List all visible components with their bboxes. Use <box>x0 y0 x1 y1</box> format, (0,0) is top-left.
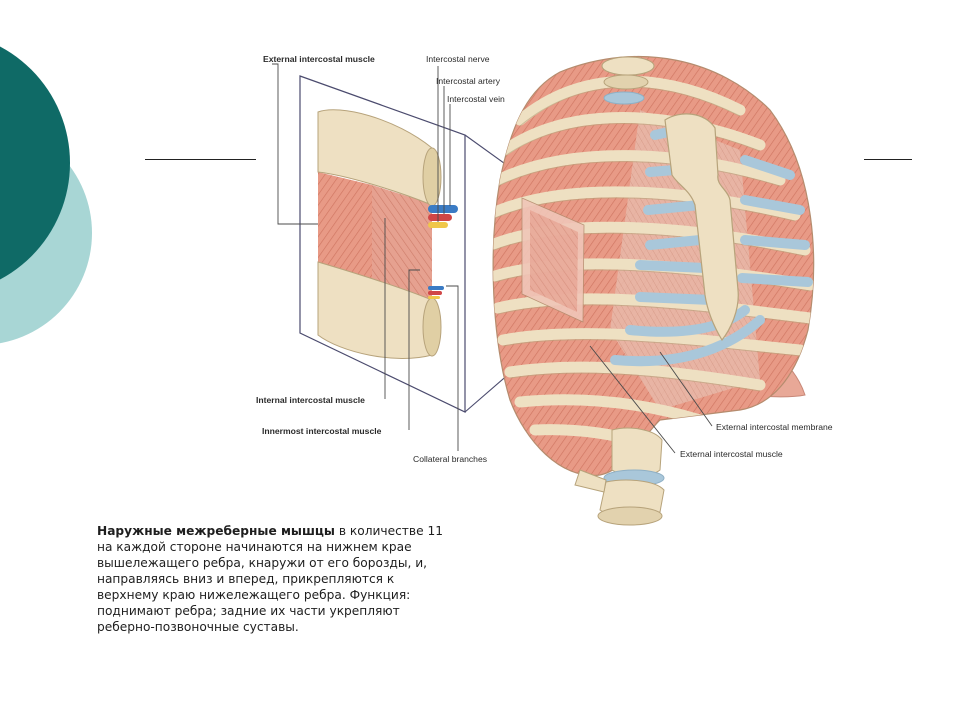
rib <box>514 394 706 426</box>
caption-line: направляясь вниз и вперед, прикрепляются… <box>97 572 395 586</box>
cartilage <box>643 200 705 215</box>
label-external-intercostal-top: External intercostal muscle <box>263 54 375 64</box>
label-intercostal-nerve: Intercostal nerve <box>426 54 490 64</box>
intercostal-artery-vessel <box>428 214 452 221</box>
sternum <box>664 113 739 342</box>
label-external-intercostal-membrane: External intercostal membrane <box>716 422 833 432</box>
caption-line: верхнему краю нижележащего ребра. Функци… <box>97 588 411 602</box>
cartilage <box>635 260 710 273</box>
external-muscle-block <box>318 172 372 292</box>
intercostal-vein-vessel <box>428 205 458 213</box>
label-internal-intercostal: Internal intercostal muscle <box>256 395 365 405</box>
internal-muscle-block <box>372 185 432 300</box>
label-external-intercostal-right: External intercostal muscle <box>680 449 783 459</box>
cartilage <box>635 292 717 305</box>
caption-bold-term: Наружные межреберные мышцы <box>97 524 335 538</box>
caption-line: в количестве 11 <box>334 524 443 538</box>
leader-external-right <box>589 345 676 454</box>
caption-text: Наружные межреберные мышцы в количестве … <box>97 523 497 635</box>
spine-bottom <box>574 427 665 526</box>
cartilage <box>740 195 805 215</box>
label-intercostal-vein: Intercostal vein <box>447 94 505 104</box>
leader-lines <box>272 63 713 454</box>
label-intercostal-artery: Intercostal artery <box>436 76 501 86</box>
rib <box>504 361 766 391</box>
leader-innermost <box>408 269 420 430</box>
label-collateral-branches: Collateral branches <box>413 454 487 464</box>
label-innermost-intercostal: Innermost intercostal muscle <box>262 426 382 436</box>
collateral-artery <box>428 291 442 295</box>
cartilage <box>645 235 705 250</box>
caption-line: поднимают ребра; задние их части укрепля… <box>97 604 400 618</box>
cartilage <box>610 315 765 367</box>
detail-panel <box>299 75 587 413</box>
title-underline-right <box>864 159 912 160</box>
intercostal-nerve-vessel <box>428 222 448 228</box>
rib <box>493 150 786 186</box>
thorax-illustration <box>492 55 815 526</box>
leader-collateral <box>446 285 459 451</box>
collateral-vein <box>428 286 444 290</box>
caption-line: на каждой стороне начинаются на нижнем к… <box>97 540 412 554</box>
leader-external-top <box>272 63 318 225</box>
cartilage <box>737 273 813 287</box>
lower-rib-cut <box>422 297 442 357</box>
cartilage <box>740 155 795 180</box>
decor-circle-dark <box>0 46 70 280</box>
cartilage <box>625 305 750 337</box>
caption-line: вышележащего ребра, кнаружи от его бороз… <box>97 556 428 570</box>
collateral-nerve <box>428 296 440 299</box>
rib <box>499 112 766 156</box>
cartilage <box>740 235 810 250</box>
caption-line: реберно-позвоночные суставы. <box>97 620 299 634</box>
title-underline-left <box>145 159 256 160</box>
spine-top <box>601 56 655 105</box>
leader-membrane-right <box>659 351 713 427</box>
